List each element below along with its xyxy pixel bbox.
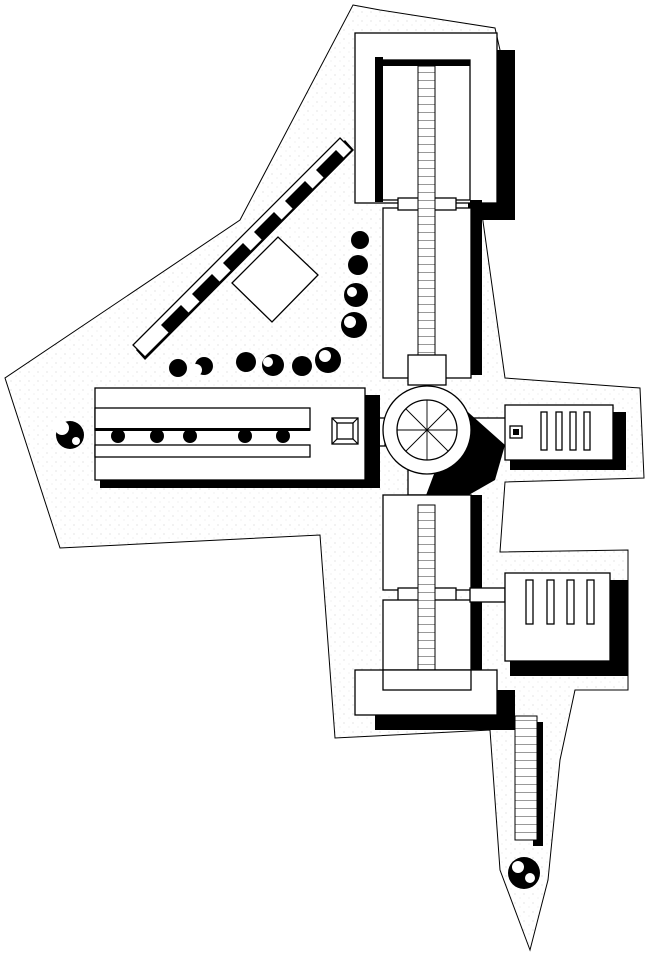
- central-rotunda: [362, 354, 507, 500]
- diagonal-colonnade: [132, 137, 354, 360]
- west-tree: [55, 421, 84, 449]
- west-wing: [94, 387, 380, 488]
- tree-row-east: [341, 231, 369, 338]
- tree-groups: [55, 231, 540, 889]
- diagonal-court: [231, 236, 319, 323]
- courtyard-trees: [111, 429, 290, 443]
- north-wing: [354, 32, 515, 379]
- south-tree: [508, 857, 540, 889]
- south-spine: [354, 494, 515, 730]
- south-gallery: [514, 715, 543, 846]
- east-wing-lower: [504, 572, 628, 676]
- colonnade-bays: [161, 150, 345, 334]
- east-wing-upper: [504, 404, 626, 470]
- tree-row-south: [169, 347, 341, 377]
